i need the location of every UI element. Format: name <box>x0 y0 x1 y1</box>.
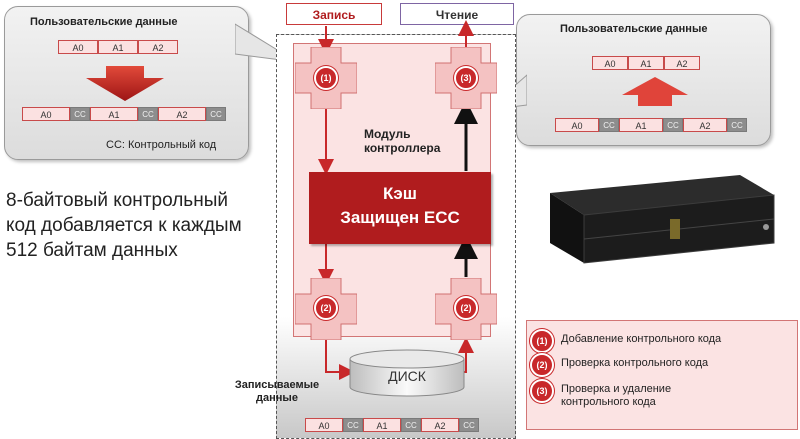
legend-text: Проверка контрольного кода <box>561 357 709 369</box>
check-code-block: CC <box>727 118 747 132</box>
down-arrow-icon <box>86 66 164 101</box>
cache-subtitle: Защищен ECC <box>340 208 460 227</box>
legend-badge: (1) <box>530 329 554 353</box>
disk-label: ДИСК <box>388 368 426 384</box>
data-block: A2 <box>421 418 459 432</box>
bubble-title: Пользовательские данные <box>560 23 708 35</box>
disk-icon <box>349 349 465 397</box>
check-code-block: CC <box>138 107 158 121</box>
data-block: A1 <box>628 56 664 70</box>
cache-block: Кэш Защищен ECC <box>309 172 491 244</box>
data-block: A0 <box>305 418 343 432</box>
step-badge: (2) <box>314 296 338 320</box>
storage-array-image <box>550 175 775 264</box>
data-block: A0 <box>58 40 98 54</box>
data-block: A0 <box>592 56 628 70</box>
data-block: A0 <box>555 118 599 132</box>
cc-footnote: CC: Контрольный код <box>106 139 217 151</box>
check-code-block: CC <box>206 107 226 121</box>
step-badge: (3) <box>454 66 478 90</box>
legend-text: Добавление контрольного кода <box>561 333 722 345</box>
read-label: Чтение <box>400 3 514 25</box>
data-block: A1 <box>90 107 138 121</box>
data-block: A2 <box>664 56 700 70</box>
bubble-title: Пользовательские данные <box>30 16 178 28</box>
data-block: A0 <box>22 107 70 121</box>
data-block: A1 <box>363 418 401 432</box>
cache-title: Кэш <box>383 184 417 203</box>
step-badge: (1) <box>314 66 338 90</box>
legend-badge: (2) <box>530 353 554 377</box>
check-code-block: CC <box>599 118 619 132</box>
legend-text: Проверка и удаление контрольного кода <box>561 383 672 408</box>
check-code-block: CC <box>343 418 363 432</box>
step-badge: (2) <box>454 296 478 320</box>
legend-box <box>526 320 798 430</box>
check-code-block: CC <box>70 107 90 121</box>
controller-module-label: Модуль контроллера <box>364 127 441 155</box>
written-data-label: Записываемые данные <box>234 379 320 404</box>
check-code-block: CC <box>459 418 479 432</box>
data-block: A1 <box>619 118 663 132</box>
description-text: 8-байтовый контрольный код добавляется к… <box>6 190 242 261</box>
write-label: Запись <box>286 3 382 25</box>
data-block: A1 <box>98 40 138 54</box>
data-block: A2 <box>158 107 206 121</box>
data-block: A2 <box>138 40 178 54</box>
legend-badge: (3) <box>530 379 554 403</box>
check-code-block: CC <box>401 418 421 432</box>
up-arrow-icon <box>622 77 688 106</box>
check-code-block: CC <box>663 118 683 132</box>
data-block: A2 <box>683 118 727 132</box>
